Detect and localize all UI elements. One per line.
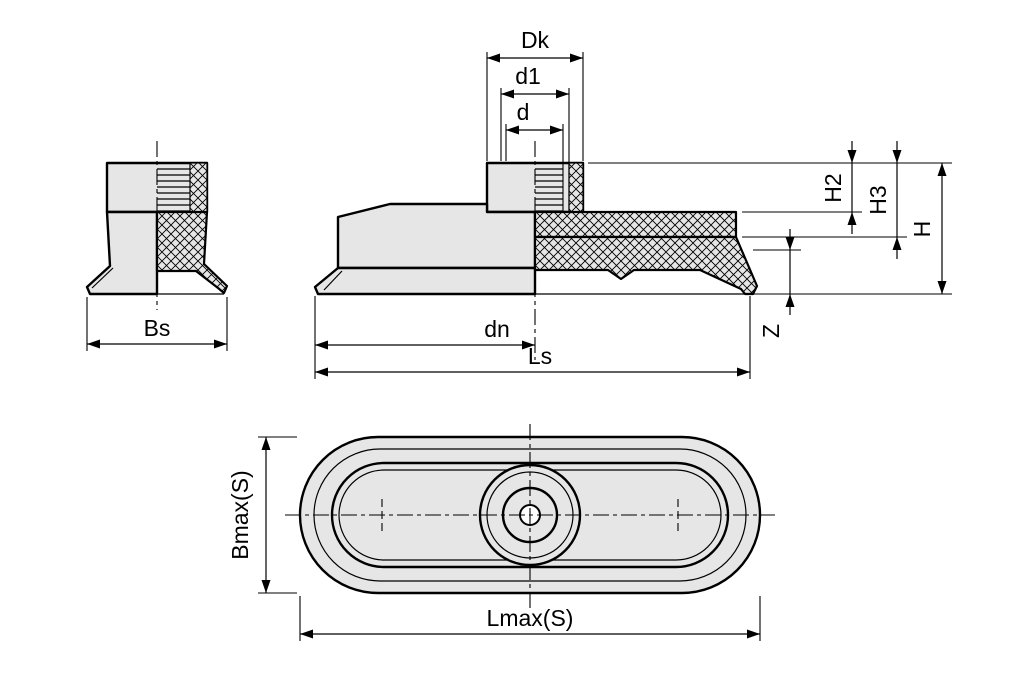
bs-extension-lines xyxy=(86,297,228,351)
length-extension-lines xyxy=(314,296,751,379)
bmax-extension-lines xyxy=(258,436,297,594)
ls-arrow-left xyxy=(315,367,328,377)
h3-arrow-bottom xyxy=(892,237,902,250)
dimension-bmax: Bmax(S) xyxy=(227,436,297,594)
height-extension-lines xyxy=(588,162,952,295)
side-view-skirt xyxy=(313,266,537,296)
dk-label: Dk xyxy=(521,27,550,53)
h-arrow-top xyxy=(937,163,947,176)
dk-arrow-left xyxy=(487,53,500,63)
h2-label: H2 xyxy=(820,173,846,202)
diameter-extension-lines xyxy=(486,52,584,212)
bmax-arrow-bottom xyxy=(261,580,271,593)
side-view xyxy=(313,141,759,360)
dimension-lengths: dn Ls xyxy=(314,296,751,379)
side-view-flange-section xyxy=(533,210,738,239)
end-view-fitting-section xyxy=(189,162,208,213)
side-view-thread-lines xyxy=(535,168,563,212)
end-view-thread-lines xyxy=(157,168,190,212)
bmax-label: Bmax(S) xyxy=(227,470,253,559)
d-arrow-right xyxy=(550,125,563,135)
dn-arrow-left xyxy=(315,340,328,350)
bs-arrow-right xyxy=(214,339,227,349)
h2-arrow-top xyxy=(847,150,857,163)
end-view xyxy=(85,141,229,310)
bmax-arrow-top xyxy=(261,437,271,450)
end-view-body xyxy=(85,210,159,296)
dimension-fitting-diameters: Dk d1 d xyxy=(486,27,584,212)
bs-label: Bs xyxy=(144,315,171,341)
side-view-body xyxy=(336,202,537,270)
d-arrow-left xyxy=(506,125,519,135)
plan-view xyxy=(285,424,775,608)
h3-label: H3 xyxy=(865,185,891,214)
d-label: d xyxy=(517,99,530,125)
z-arrow-top xyxy=(785,237,795,250)
dimension-heights: H2 H3 H Z xyxy=(588,141,952,338)
z-arrow-bottom xyxy=(785,294,795,307)
h3-arrow-top xyxy=(892,150,902,163)
side-view-lip-inner-edge xyxy=(323,270,343,291)
ls-label: Ls xyxy=(528,343,552,369)
ls-arrow-right xyxy=(737,367,750,377)
end-view-lip-inner-edge xyxy=(91,267,114,289)
dk-arrow-right xyxy=(570,53,583,63)
dimension-bs: Bs xyxy=(86,297,228,351)
dn-label: dn xyxy=(484,316,510,342)
end-view-lip-section xyxy=(155,210,229,295)
lmax-label: Lmax(S) xyxy=(487,605,574,631)
lmax-arrow-left xyxy=(300,629,313,639)
side-view-lip-section xyxy=(533,235,759,296)
bs-arrow-left xyxy=(87,339,100,349)
dn-arrow-right xyxy=(522,340,535,350)
z-label: Z xyxy=(758,324,784,338)
d1-arrow-right xyxy=(556,89,569,99)
d1-label: d1 xyxy=(515,63,541,89)
lmax-arrow-right xyxy=(747,629,760,639)
side-view-fitting-section xyxy=(568,162,584,213)
h-arrow-bottom xyxy=(937,281,947,294)
d1-arrow-left xyxy=(501,89,514,99)
h2-arrow-bottom xyxy=(847,212,857,225)
h-label: H xyxy=(909,221,935,238)
dimension-lmax: Lmax(S) xyxy=(299,596,761,641)
